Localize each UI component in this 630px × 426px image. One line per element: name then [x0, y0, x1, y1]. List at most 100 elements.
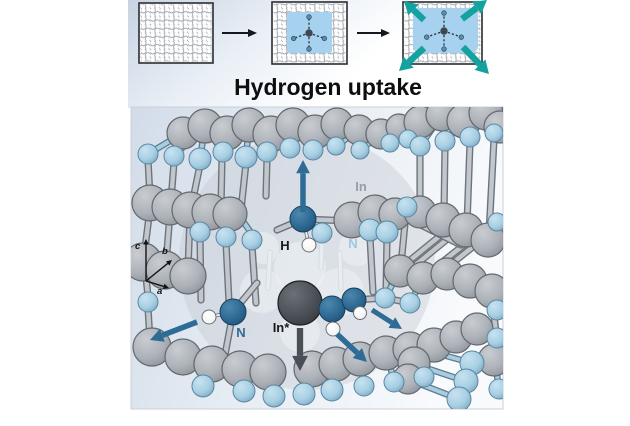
atom-label-In: In	[355, 179, 367, 194]
ligand-dot	[306, 14, 312, 20]
atom-nitrogen	[189, 221, 211, 243]
displacement-arrow	[370, 307, 402, 329]
ligand-dot	[321, 35, 327, 42]
displacement-arrow	[150, 319, 198, 342]
atom-hydrogen	[353, 306, 367, 320]
atom-nitrogen	[262, 384, 286, 408]
atom-nitrogen	[375, 220, 399, 244]
atom-indium	[212, 196, 248, 232]
atom-nitrogen	[163, 145, 185, 167]
panel-border	[402, 1, 483, 65]
expansion-arrow	[399, 45, 427, 71]
atom-nitrogen	[383, 371, 405, 393]
atom-nitrogen	[486, 299, 503, 321]
lattice-schematic	[138, 0, 489, 74]
atom-nitrogen-hydrogenated	[318, 295, 346, 323]
ligand-dot	[291, 35, 297, 42]
atom-nitrogen	[409, 135, 431, 157]
atom-nitrogen	[484, 123, 503, 143]
bond	[463, 139, 474, 228]
bond	[248, 242, 260, 307]
lattice-panel-1	[138, 2, 214, 64]
atom-nitrogen	[396, 196, 418, 218]
axis-arrow-a	[145, 280, 169, 290]
displacement-arrow	[296, 160, 310, 212]
atom-nitrogen	[191, 374, 215, 398]
atom-hydrogen	[325, 321, 341, 337]
step-arrow	[222, 29, 257, 37]
atom-nitrogen-hydrogenated	[219, 298, 247, 326]
atom-nitrogen	[353, 375, 375, 397]
atom-nitrogen	[279, 137, 301, 159]
atom-label-N: N	[236, 325, 245, 340]
atom-nitrogen	[311, 222, 333, 244]
defect-atom-dot	[305, 29, 313, 37]
bond	[265, 249, 273, 291]
atom-label-In-star: In*	[273, 320, 291, 335]
atom-label-H: H	[280, 238, 289, 253]
atom-nitrogen	[459, 126, 481, 148]
atom-nitrogen	[350, 140, 370, 160]
atom-indium-interstitial	[277, 280, 323, 326]
atom-nitrogen	[488, 378, 503, 400]
atom-nitrogen	[188, 147, 212, 171]
atom-nitrogen	[234, 145, 258, 169]
panel-border	[271, 1, 348, 65]
bond	[318, 237, 325, 271]
ligand-dot	[458, 34, 464, 40]
panel-border	[138, 2, 214, 64]
ligand-dot	[441, 10, 447, 16]
atom-indium	[249, 353, 287, 391]
atom-nitrogen	[487, 212, 503, 232]
atom-nitrogen	[215, 226, 237, 248]
step-arrow	[357, 29, 390, 37]
bond	[366, 233, 377, 296]
atom-nitrogen	[434, 130, 456, 152]
atom-nitrogen	[137, 143, 159, 165]
axis-label-c: c	[135, 241, 141, 252]
displacement-arrow	[292, 328, 308, 371]
atom-hydrogen	[301, 237, 317, 253]
atom-nitrogen	[241, 229, 263, 251]
atom-nitrogen	[212, 141, 234, 163]
atom-nitrogen	[446, 386, 472, 409]
figure-title: Hydrogen uptake	[234, 74, 422, 100]
ghost-atom	[274, 242, 326, 294]
atom-nitrogen	[232, 379, 256, 403]
atom-nitrogen	[256, 141, 278, 163]
atom-nitrogen	[380, 133, 400, 153]
atom-nitrogen	[413, 366, 435, 388]
ligand-dot	[441, 46, 447, 52]
atom-indium	[169, 257, 207, 295]
bond	[262, 154, 271, 200]
lattice-panel-2	[271, 1, 348, 65]
atom-nitrogen	[320, 378, 344, 402]
atom-nitrogen	[399, 292, 421, 314]
atom-nitrogen	[137, 291, 159, 313]
expansion-arrow	[404, 1, 427, 23]
axis-arrow-b	[145, 260, 172, 282]
atom-nitrogen	[486, 327, 503, 349]
expansion-arrow	[460, 44, 489, 74]
atom-label-N: N	[348, 236, 357, 251]
defect-site	[291, 14, 327, 52]
axis-label-b: b	[162, 246, 168, 257]
atom-nitrogen	[326, 136, 346, 156]
defect-site	[424, 10, 464, 52]
expansion-arrow	[460, 0, 487, 22]
atom-hydrogen	[201, 309, 217, 325]
axis-arrow-c	[143, 239, 149, 281]
ligand-dot	[424, 34, 430, 40]
hexagonal-mesh	[140, 4, 212, 62]
bond	[337, 250, 344, 291]
atom-nitrogen	[302, 139, 324, 161]
lattice-panel-3	[399, 0, 489, 74]
defect-atom-dot	[440, 27, 448, 35]
atom-nitrogen	[292, 382, 316, 406]
bond	[222, 239, 233, 306]
displacement-arrow	[335, 331, 367, 362]
